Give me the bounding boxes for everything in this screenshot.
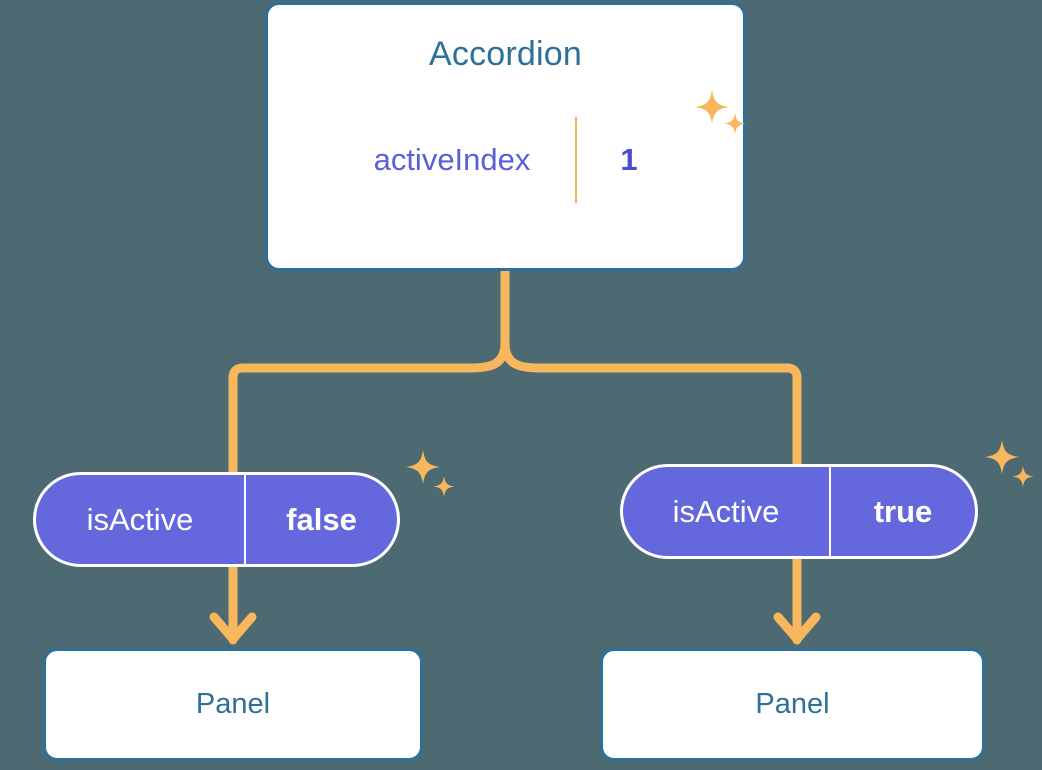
edge-to-left-child bbox=[228, 338, 510, 481]
prop-badge-key: isActive bbox=[623, 467, 831, 556]
arrow-down-icon-right bbox=[773, 612, 821, 644]
page-title: Accordion bbox=[429, 35, 582, 73]
prop-badge-isactive-left[interactable]: isActive false bbox=[27, 466, 406, 573]
state-badge-value: 1 bbox=[620, 142, 638, 177]
prop-badge-key: isActive bbox=[36, 475, 246, 564]
panel-card-left[interactable]: Panel bbox=[43, 648, 423, 761]
state-badge-key: activeIndex bbox=[329, 117, 577, 203]
prop-badge-value: true bbox=[873, 493, 933, 529]
prop-badge-value: false bbox=[286, 501, 357, 537]
state-badge-activeindex[interactable]: activeIndex 1 bbox=[320, 108, 690, 212]
arrow-down-icon-left bbox=[209, 612, 257, 644]
panel-title: Panel bbox=[195, 688, 271, 720]
edge-to-right-child bbox=[500, 338, 802, 473]
sparkle-icon-right bbox=[985, 440, 1034, 487]
sparkle-icon-left bbox=[406, 450, 455, 497]
panel-title: Panel bbox=[755, 688, 830, 720]
panel-card-right[interactable]: Panel bbox=[600, 648, 985, 761]
prop-badge-isactive-right[interactable]: isActive true bbox=[614, 458, 984, 565]
